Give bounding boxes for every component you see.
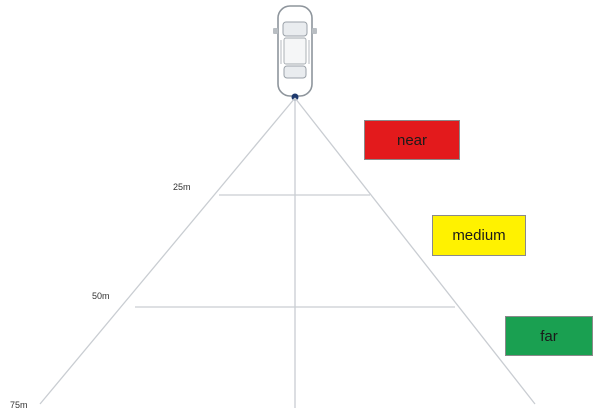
distance-label-25m: 25m [173,182,191,192]
distance-label-75m: 75m [10,400,28,410]
fov-right-boundary [294,97,536,405]
zone-near-box: near [364,120,460,160]
sensor-dot [291,93,299,101]
zone-far-box: far [505,316,593,356]
zone-medium-box: medium [432,215,526,256]
car-top-view-icon [273,5,317,97]
fov-left-boundary [39,97,296,405]
distance-label-50m: 50m [92,291,110,301]
